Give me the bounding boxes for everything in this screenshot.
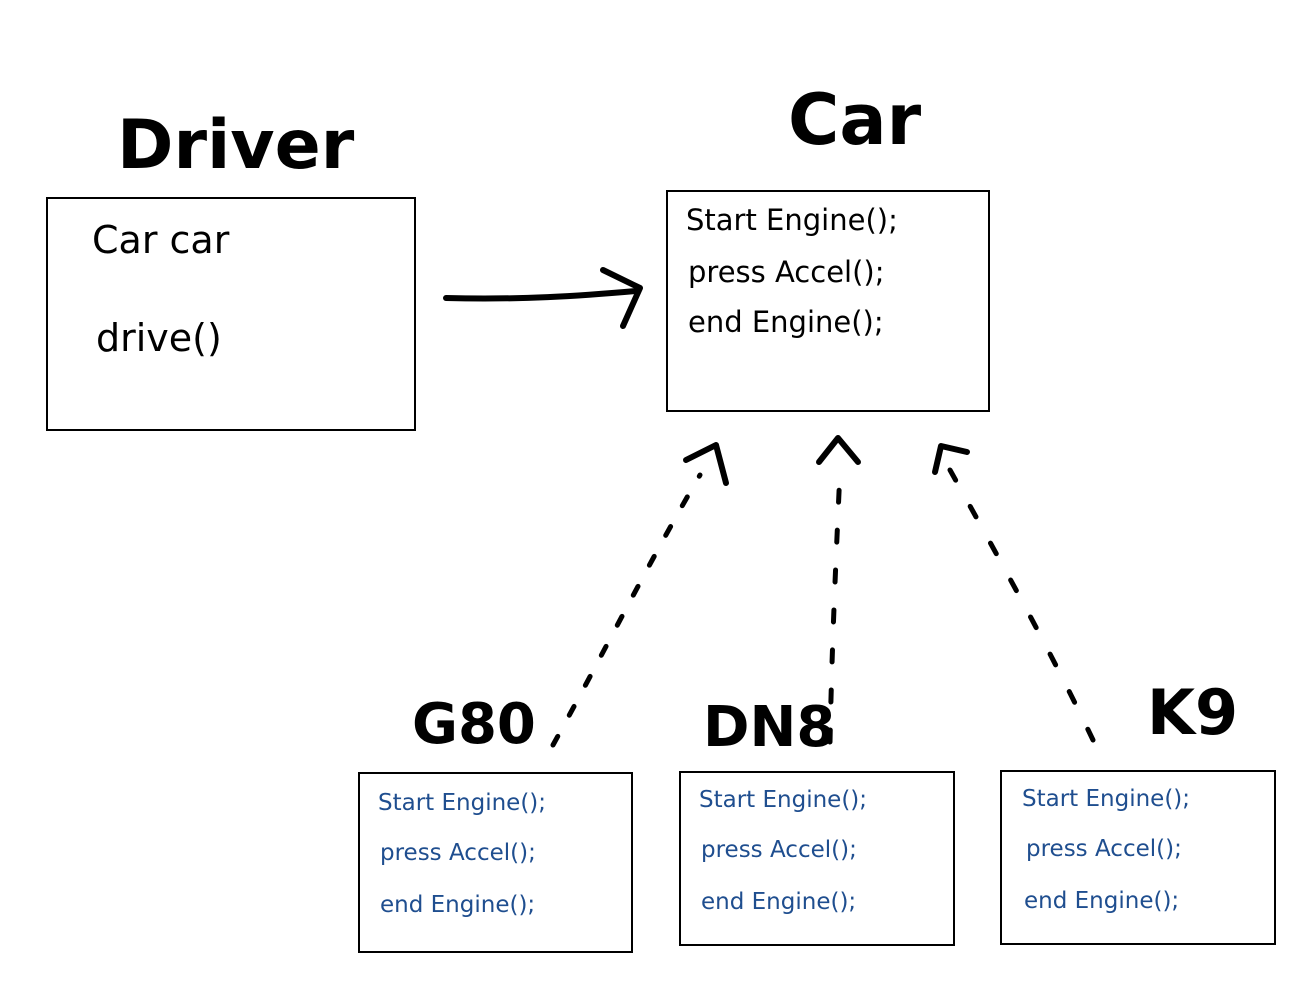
- dn8-realization-arrowhead: [816, 435, 861, 465]
- k9-title: K9: [1147, 676, 1239, 749]
- dn8-line-3: end Engine();: [701, 889, 857, 915]
- car-line-1: Start Engine();: [686, 203, 898, 237]
- g80-realization-line: [550, 472, 703, 748]
- dn8-box: Start Engine(); press Accel(); end Engin…: [679, 771, 955, 946]
- car-title: Car: [788, 79, 922, 161]
- car-box: Start Engine(); press Accel(); end Engin…: [666, 190, 990, 412]
- g80-title: G80: [412, 692, 536, 757]
- k9-line-1: Start Engine();: [1022, 786, 1191, 812]
- k9-line-2: press Accel();: [1026, 836, 1182, 862]
- car-line-2: press Accel();: [688, 255, 885, 289]
- g80-line-2: press Accel();: [380, 840, 536, 866]
- g80-line-1: Start Engine();: [378, 790, 547, 816]
- driver-method: drive(): [96, 316, 222, 360]
- g80-line-3: end Engine();: [380, 892, 536, 918]
- driver-box: Car car drive(): [46, 197, 416, 431]
- dn8-line-1: Start Engine();: [699, 787, 868, 813]
- car-line-3: end Engine();: [688, 305, 884, 339]
- dn8-realization-line: [827, 467, 843, 745]
- dn8-line-2: press Accel();: [701, 837, 857, 863]
- association-arrowhead: [600, 267, 643, 329]
- association-arrow-line: [443, 288, 639, 302]
- k9-line-3: end Engine();: [1024, 888, 1180, 914]
- g80-box: Start Engine(); press Accel(); end Engin…: [358, 772, 633, 953]
- k9-realization-arrowhead: [932, 443, 970, 475]
- driver-title: Driver: [117, 106, 355, 185]
- g80-realization-arrowhead: [683, 442, 729, 486]
- k9-box: Start Engine(); press Accel(); end Engin…: [1000, 770, 1276, 945]
- dn8-title: DN8: [703, 695, 836, 760]
- k9-realization-line: [947, 467, 1096, 743]
- driver-field: Car car: [92, 218, 230, 262]
